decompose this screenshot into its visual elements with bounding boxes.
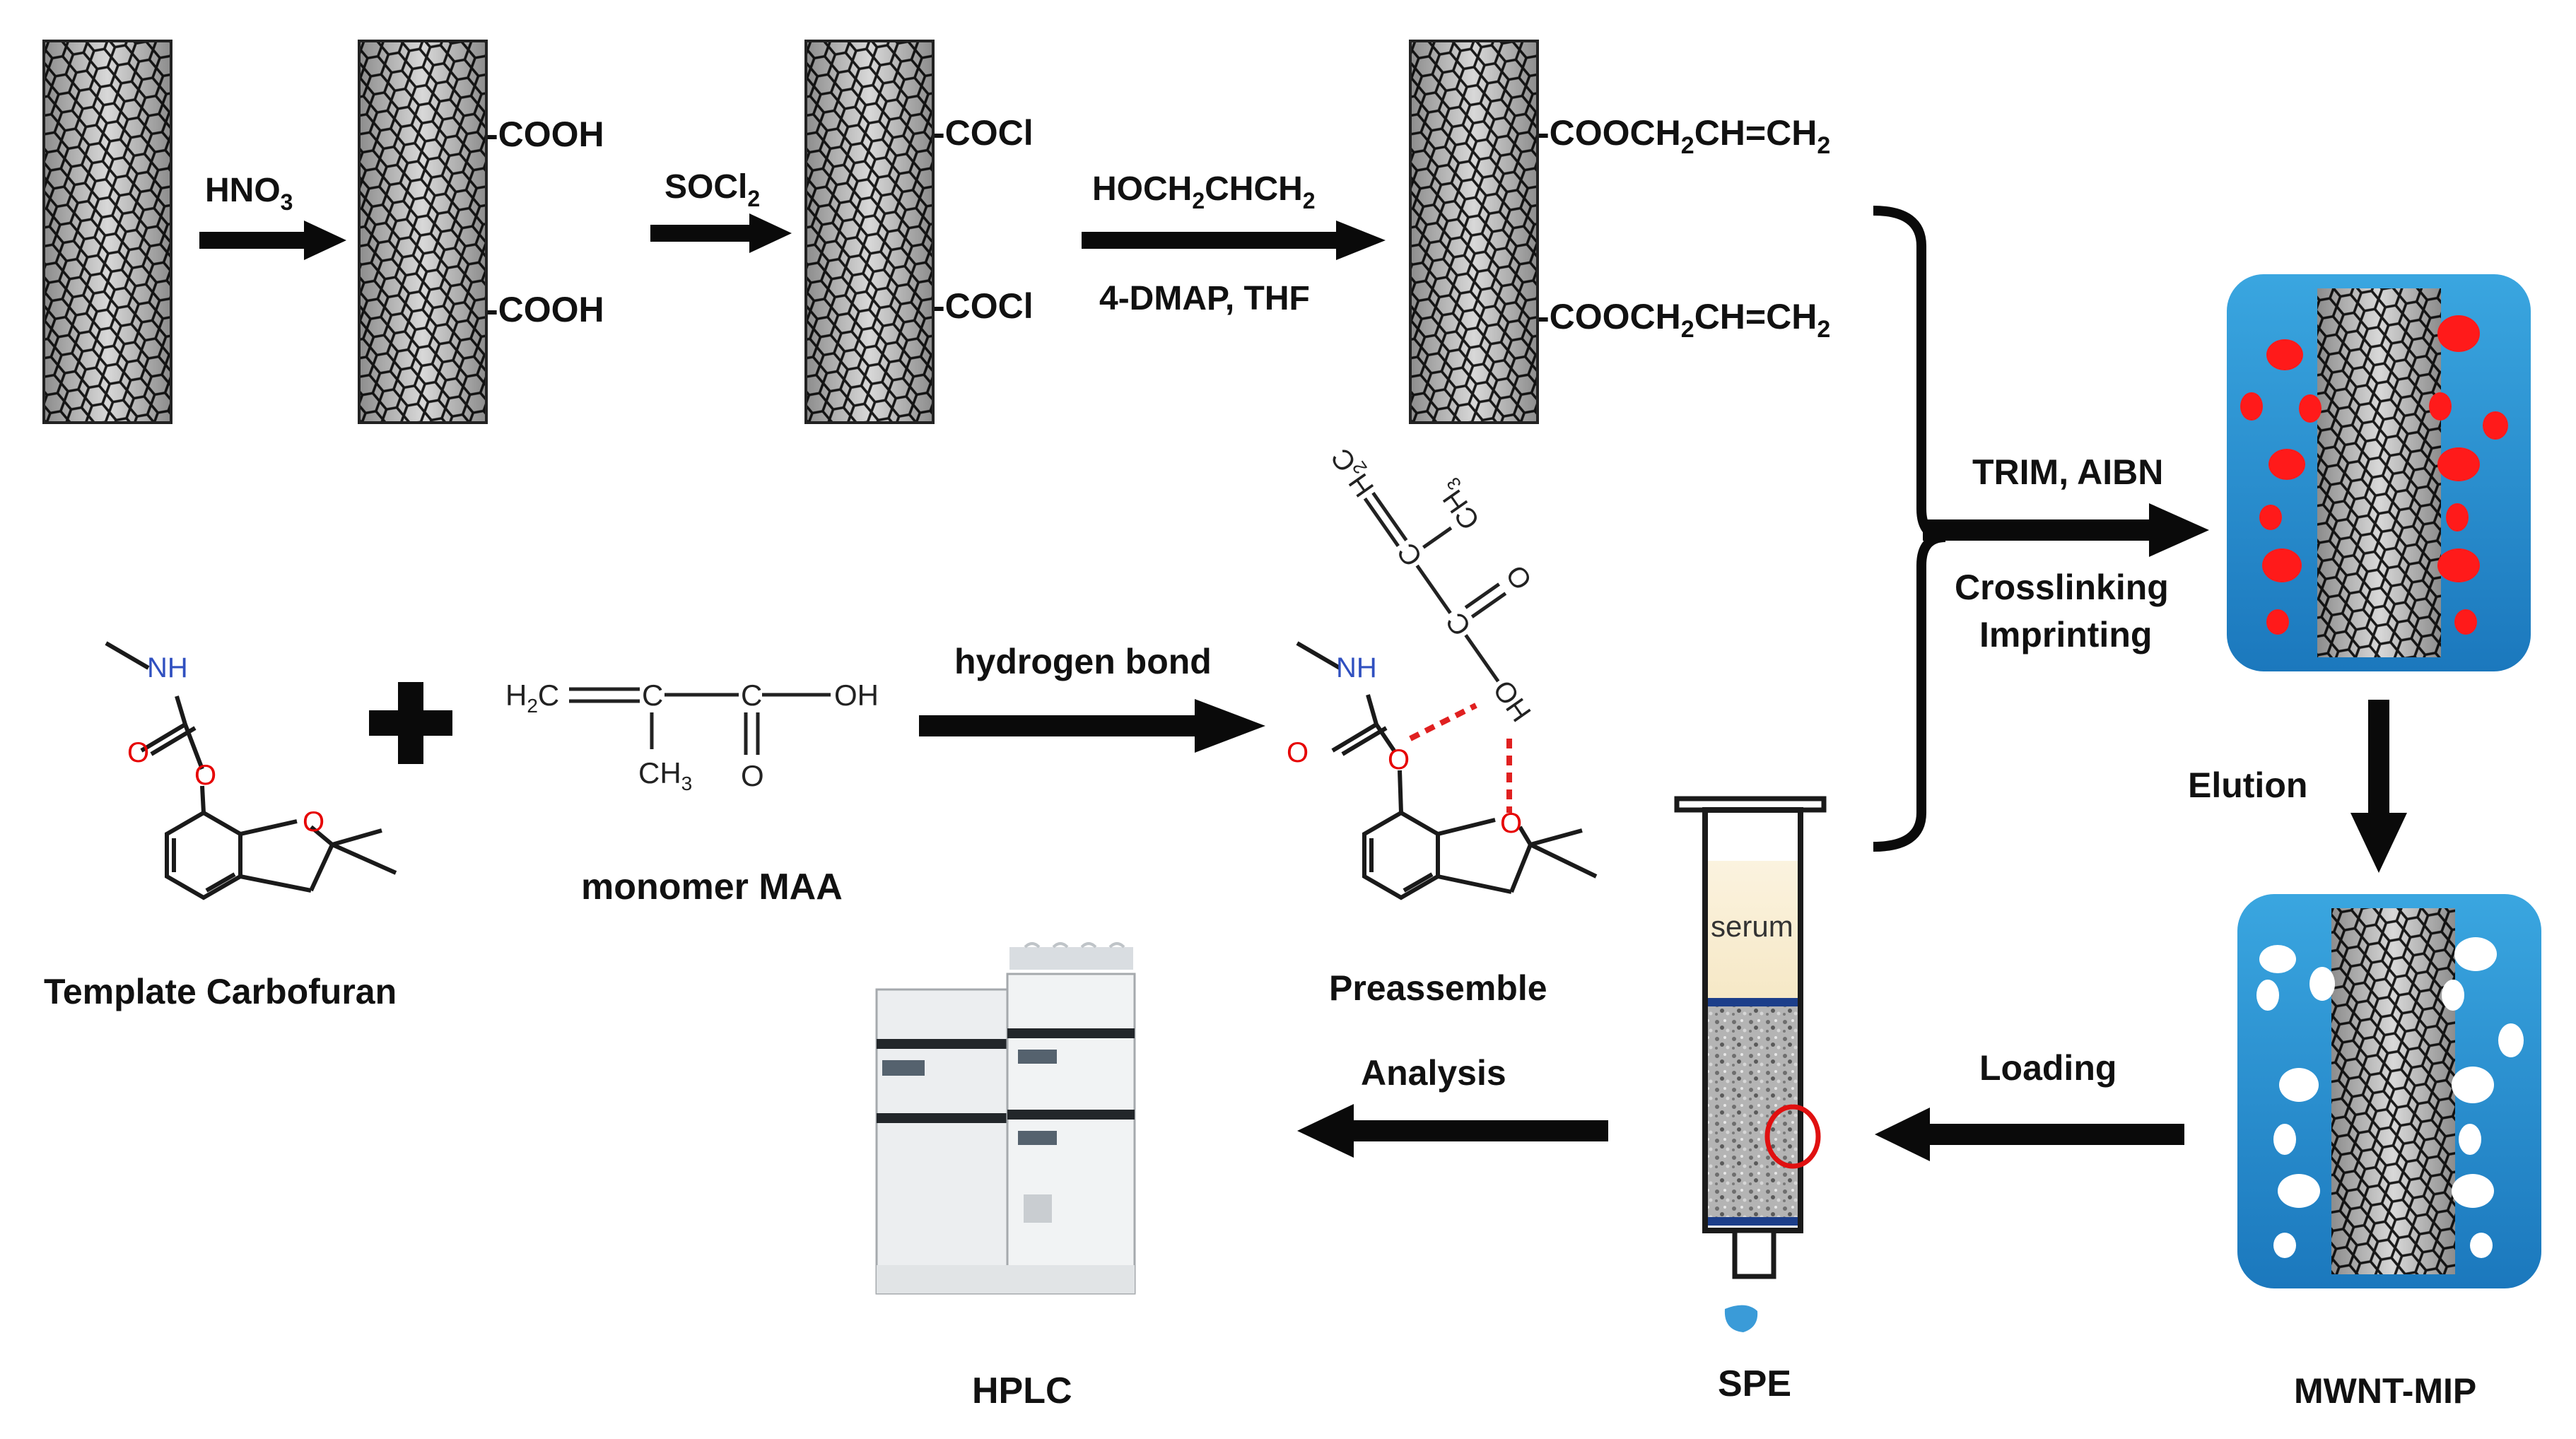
arrow-hydrogen-bond: hydrogen bond bbox=[919, 642, 1265, 753]
maa-structure: H2C C C OH CH3 O bbox=[505, 679, 879, 794]
h2c-atom: H bbox=[505, 679, 527, 712]
h2c-carbon: C bbox=[538, 679, 559, 712]
cocl-bottom-label: -COCl bbox=[933, 286, 1034, 326]
svg-text:HNO3: HNO3 bbox=[205, 172, 293, 215]
nanotube-pristine bbox=[42, 40, 172, 424]
arrow-allyl-alcohol: HOCH2CHCH2 4-DMAP, THF bbox=[1082, 170, 1386, 317]
plus-icon bbox=[369, 682, 452, 764]
loading-label: Loading bbox=[1979, 1048, 2117, 1088]
ring-o-atom: O bbox=[303, 806, 324, 838]
acid-oh-atom: OH bbox=[834, 679, 879, 712]
droplet-icon bbox=[1724, 1305, 1758, 1332]
complex-nh-atom: NH bbox=[1336, 652, 1377, 683]
nanotube-carboxyl: -COOH -COOH bbox=[358, 40, 604, 424]
complex-ho-atom: HO bbox=[1487, 674, 1537, 727]
carbon-nanotube-icon bbox=[358, 40, 488, 424]
ether-o-atom: O bbox=[194, 760, 216, 791]
complex-carbonyl-o: O bbox=[1500, 559, 1538, 595]
monomer-label: monomer MAA bbox=[581, 867, 843, 908]
ester-bottom-subscript: 2 bbox=[1681, 316, 1694, 343]
nanotube-acyl-chloride: -COCl -COCl bbox=[804, 40, 1034, 424]
imprinted-polymer-with-template bbox=[2227, 274, 2531, 671]
sorbent-bed bbox=[1708, 1006, 1798, 1218]
carbonyl-o-atom: O bbox=[127, 737, 149, 768]
trim-aibn-label: TRIM, AIBN bbox=[1972, 452, 2163, 492]
hydrogen-bond-label: hydrogen bond bbox=[954, 642, 1212, 681]
arrow-polymerization: TRIM, AIBN Crosslinking Imprinting bbox=[1923, 452, 2209, 654]
svg-text:-COOCH2CH=CH2: -COOCH2CH=CH2 bbox=[1538, 113, 1830, 159]
serum-layer bbox=[1708, 861, 1798, 1001]
carbon-nanotube-icon bbox=[42, 40, 172, 424]
ester-bottom-part-a: -COOCH bbox=[1538, 297, 1681, 336]
svg-text:HOCH2CHCH2: HOCH2CHCH2 bbox=[1092, 170, 1316, 213]
hplc-instrument-icon bbox=[875, 942, 1136, 1295]
imprinting-label: Imprinting bbox=[1979, 615, 2152, 654]
ester-top-part-b: CH=CH bbox=[1694, 113, 1817, 153]
allyl-alcohol-subscript: 2 bbox=[1192, 188, 1205, 213]
svg-text:-COOCH2CH=CH2: -COOCH2CH=CH2 bbox=[1538, 297, 1830, 343]
svg-text:CH3: CH3 bbox=[638, 756, 692, 794]
template-label: Template Carbofuran bbox=[44, 972, 397, 1011]
serum-label: serum bbox=[1711, 910, 1793, 943]
svg-text:CH3: CH3 bbox=[1432, 474, 1489, 535]
cooh-top-label: -COOH bbox=[486, 114, 604, 154]
preassemble-label: Preassemble bbox=[1329, 968, 1547, 1008]
cocl-top-label: -COCl bbox=[933, 113, 1034, 153]
allyl-alcohol-part-b: CHCH bbox=[1205, 170, 1303, 208]
socl2-label: SOCl bbox=[665, 168, 747, 206]
acid-carbonyl-o-atom: O bbox=[741, 759, 764, 792]
carbon-nanotube-icon bbox=[1409, 40, 1539, 424]
arrow-loading: Loading bbox=[1875, 1048, 2184, 1161]
complex-carboxyl-c: C bbox=[1440, 606, 1477, 641]
arrow-socl2: SOCl2 bbox=[650, 168, 792, 253]
carboxyl-c-atom: C bbox=[741, 679, 762, 712]
ester-top-subscript-2: 2 bbox=[1817, 132, 1830, 159]
methyl-subscript: 3 bbox=[681, 773, 693, 794]
template-molecules bbox=[2240, 315, 2508, 635]
hbond-line-1 bbox=[1409, 703, 1477, 741]
nanotube-allyl-ester: -COOCH2CH=CH2 -COOCH2CH=CH2 bbox=[1409, 40, 1830, 424]
crosslinking-label: Crosslinking bbox=[1955, 568, 2169, 607]
complex-ring-o-atom: O bbox=[1500, 808, 1522, 839]
ester-top-part-a: -COOCH bbox=[1538, 113, 1681, 153]
nh-atom: NH bbox=[147, 652, 188, 683]
highlight-ring bbox=[1764, 1104, 1821, 1169]
elution-label: Elution bbox=[2188, 765, 2307, 805]
ester-bottom-subscript-2: 2 bbox=[1817, 316, 1830, 343]
complex-carbonyl-o-atom: O bbox=[1287, 737, 1309, 768]
complex-methyl: CH bbox=[1437, 484, 1486, 536]
complex-ether-o-atom: O bbox=[1388, 744, 1410, 775]
hno3-subscript: 3 bbox=[281, 189, 293, 215]
vinyl-c-atom: C bbox=[642, 679, 663, 712]
arrow-hno3: HNO3 bbox=[199, 172, 346, 260]
carbon-nanotube-icon bbox=[804, 40, 935, 424]
methyl-atom: CH bbox=[638, 756, 681, 789]
cooh-bottom-label: -COOH bbox=[486, 290, 604, 329]
svg-text:H2C: H2C bbox=[505, 679, 559, 717]
spe-cartridge-icon: serum bbox=[1674, 796, 1827, 1332]
arrow-analysis: Analysis bbox=[1297, 1053, 1608, 1158]
analysis-label: Analysis bbox=[1361, 1053, 1506, 1093]
mwnt-mip-polymer bbox=[2237, 894, 2541, 1288]
socl2-subscript: 2 bbox=[747, 186, 760, 211]
spe-label: SPE bbox=[1718, 1363, 1791, 1404]
arrow-elution: Elution bbox=[2188, 700, 2407, 873]
mwnt-mip-label: MWNT-MIP bbox=[2294, 1371, 2476, 1411]
allyl-alcohol-subscript-2: 2 bbox=[1303, 188, 1316, 213]
h2c-subscript: 2 bbox=[527, 695, 538, 717]
allyl-alcohol-part-a: HOCH bbox=[1092, 170, 1192, 208]
ester-bottom-part-b: CH=CH bbox=[1694, 297, 1817, 336]
hno3-label: HNO bbox=[205, 172, 281, 209]
hplc-label: HPLC bbox=[972, 1370, 1072, 1411]
carbofuran-structure bbox=[105, 641, 397, 900]
empty-cavities bbox=[2256, 937, 2524, 1258]
allyl-catalyst-label: 4-DMAP, THF bbox=[1099, 280, 1310, 317]
preassembled-complex: NH O O O HO C O C CH3 H2C bbox=[1287, 442, 1598, 900]
ester-top-subscript: 2 bbox=[1681, 132, 1694, 159]
svg-text:SOCl2: SOCl2 bbox=[665, 168, 760, 211]
